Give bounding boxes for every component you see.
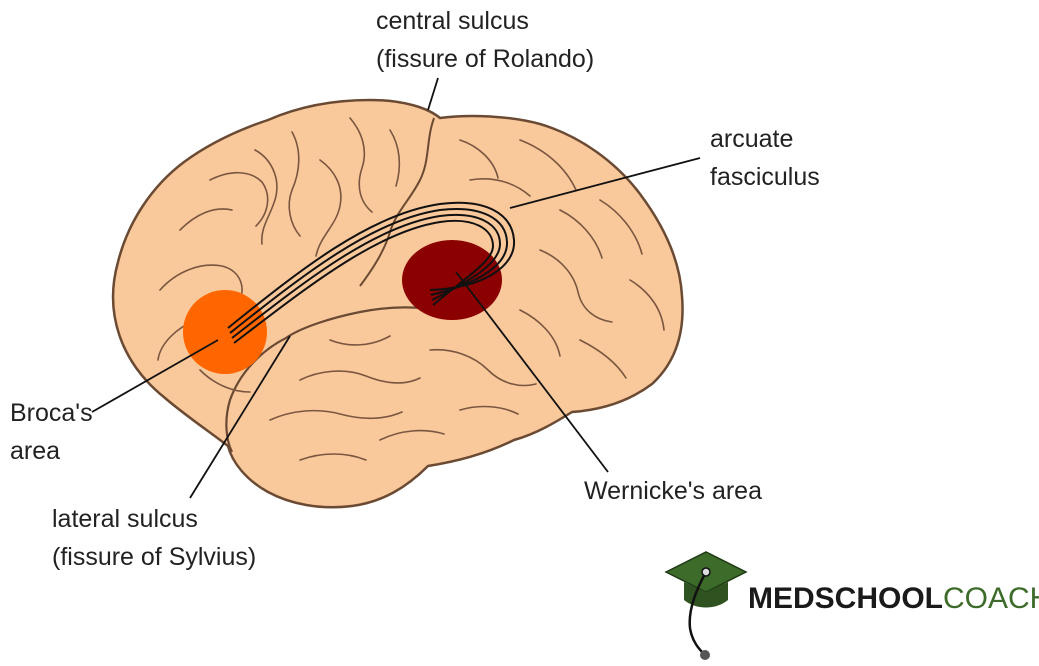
central-sulcus-label-line2: (fissure of Rolando) [376,45,595,73]
arcuate-fasciculus-leader [509,157,701,209]
brain-outline [111,98,684,509]
central-sulcus-label: central sulcus (fissure of Rolando) [376,2,594,78]
brocas-area-leader [91,339,219,413]
arcuate-fasciculus-label-line2: fasciculus [710,163,820,191]
lateral-sulcus-label-line1: lateral sulcus [52,505,198,533]
logo-text-bold: MEDSCHOOL [748,582,943,615]
wernickes-area-label: Wernicke's area [584,472,762,510]
central-sulcus-leader [427,77,439,111]
arcuate-fasciculus-label: arcuate fasciculus [710,120,820,196]
lateral-sulcus-label: lateral sulcus (fissure of Sylvius) [52,500,256,576]
logo-text-light: COACH [943,582,1039,615]
graduation-cap-stethoscope-icon [664,551,748,660]
arcuate-fasciculus-tract [227,201,516,344]
medschoolcoach-logo: MEDSCHOOLCOACH [748,582,1039,616]
central-sulcus-label-line1: central sulcus [376,7,529,35]
arcuate-fasciculus-label-line1: arcuate [710,125,794,153]
lateral-sulcus-leader [189,335,291,499]
brocas-area-label-line2: area [10,437,61,465]
brocas-area-label-line1: Broca's [10,399,93,427]
lateral-sulcus-label-line2: (fissure of Sylvius) [52,543,257,571]
brocas-area-label: Broca's area [10,394,93,470]
wernickes-area-label-line1: Wernicke's area [584,477,762,505]
brocas-area-region [183,290,267,374]
wernickes-area-region [402,240,502,320]
wernickes-area-leader [455,271,609,473]
gyri-folds [157,117,665,461]
central-sulcus-line [359,117,435,287]
